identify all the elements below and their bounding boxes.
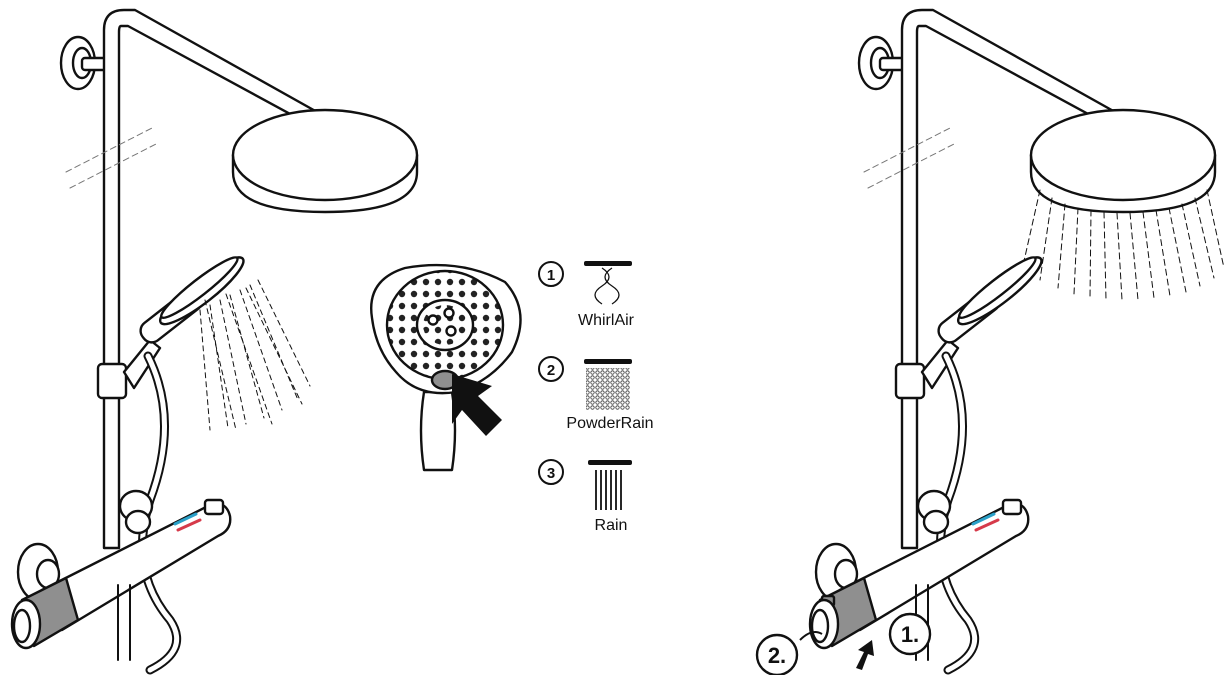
spray-mode-legend: 1 WhirlAir 2 PowderRain 3	[539, 261, 654, 534]
step-1-label: 1.	[901, 622, 919, 647]
mode-label: PowderRain	[566, 415, 653, 432]
left-shower-illustration	[12, 10, 417, 670]
hand-shower-handle	[421, 392, 455, 470]
wall-bracket-top	[859, 37, 906, 89]
hand-shower	[135, 249, 250, 346]
right-shower-illustration	[810, 10, 1224, 670]
hand-shower-spray	[200, 280, 310, 430]
spray-mode-3: 3 Rain	[539, 460, 632, 534]
step-2-label: 2.	[768, 643, 786, 668]
whirlair-spray-icon	[584, 261, 632, 304]
overhead-shower	[233, 110, 417, 212]
hand-shower	[933, 249, 1048, 346]
spray-mode-2: 2 PowderRain	[539, 357, 654, 432]
overhead-shower	[1031, 110, 1215, 212]
rain-spray-icon	[588, 460, 632, 510]
hand-shower-closeup	[371, 265, 520, 470]
mode-number: 3	[547, 465, 555, 482]
mode-number: 1	[547, 267, 555, 284]
mode-number: 2	[547, 362, 555, 379]
press-arrow-icon	[452, 374, 502, 436]
step-1-badge: 1.	[890, 614, 930, 654]
mode-label: Rain	[595, 517, 628, 534]
step-2-badge: 2.	[757, 635, 797, 675]
wall-bracket-top	[61, 37, 108, 89]
powderrain-spray-icon	[584, 359, 632, 410]
step-1-arrow-icon	[856, 640, 874, 670]
mode-label: WhirlAir	[578, 312, 635, 329]
spray-mode-1: 1 WhirlAir	[539, 261, 635, 329]
